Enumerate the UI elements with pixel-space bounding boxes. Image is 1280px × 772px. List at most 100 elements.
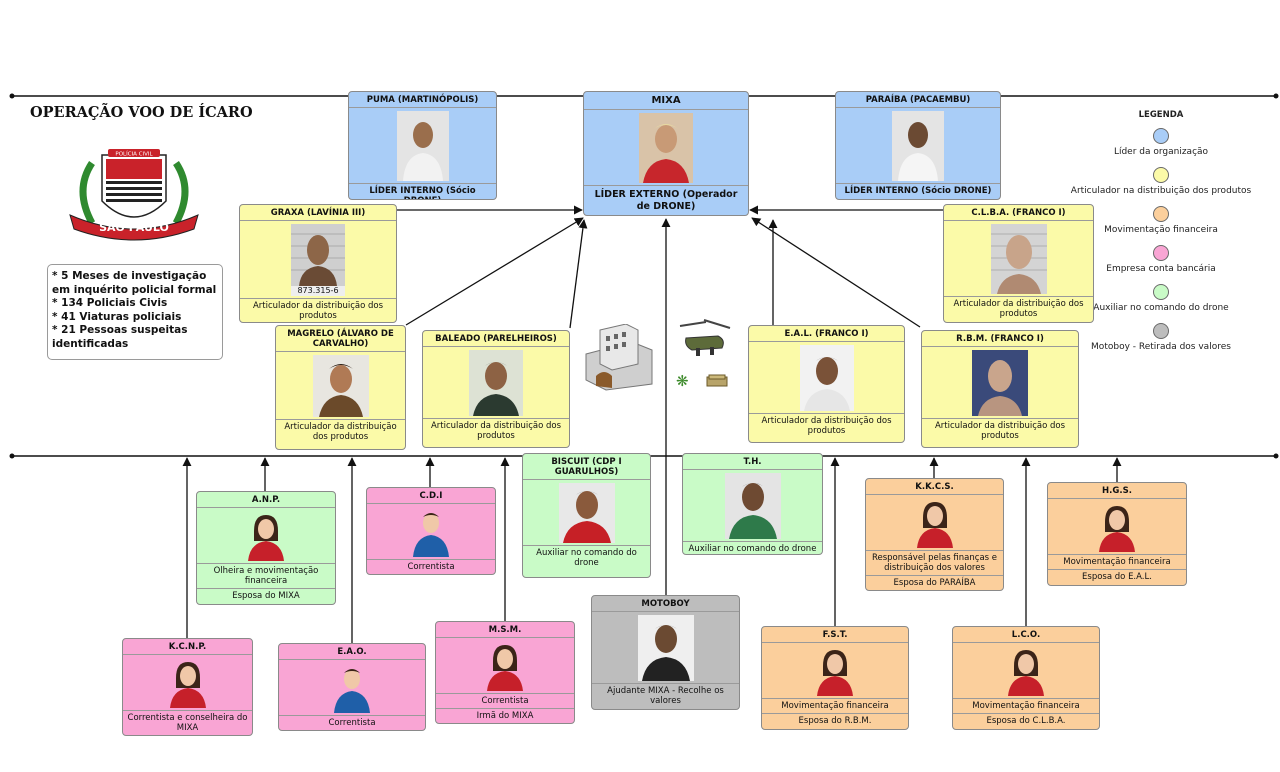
card-fst[interactable]: F.S.T. Movimentação financeira Esposa do… xyxy=(761,626,909,730)
card-rbm[interactable]: R.B.M. (FRANCO I) Articulador da distrib… xyxy=(921,330,1079,448)
card-role: Auxiliar no comando do drone xyxy=(523,545,650,570)
card-th[interactable]: T.H. Auxiliar no comando do drone xyxy=(682,453,823,555)
male-photo xyxy=(637,615,694,681)
legend-dot xyxy=(1153,167,1169,183)
card-name: GRAXA (LAVÍNIA III) xyxy=(240,205,396,221)
mugshot-photo xyxy=(892,111,944,181)
mugshot-photo: 873.315-6 xyxy=(291,224,345,296)
card-role: LÍDER EXTERNO (Operador de DRONE) xyxy=(584,185,748,215)
inmate-number: 873.315-6 xyxy=(291,286,345,296)
card-relation: Esposa do MIXA xyxy=(197,588,335,603)
card-role: Responsável pelas finanças e distribuiçã… xyxy=(866,550,1003,575)
emblem-top-text: POLÍCIA CIVIL xyxy=(115,151,153,158)
card-name: K.C.N.P. xyxy=(123,639,252,655)
card-name: M.S.M. xyxy=(436,622,574,638)
male-photo xyxy=(558,483,615,543)
card-mixa[interactable]: MIXA LÍDER EXTERNO (Operador de DRONE) xyxy=(583,91,749,216)
card-role: Movimentação financeira xyxy=(1048,554,1186,569)
legend-dot xyxy=(1153,128,1169,144)
card-name: F.S.T. xyxy=(762,627,908,643)
page-title: OPERAÇÃO VOO DE ÍCARO xyxy=(30,104,253,121)
card-eal[interactable]: E.A.L. (FRANCO I) Articulador da distrib… xyxy=(748,325,905,443)
summary-line: * 21 Pessoas suspeitas identificadas xyxy=(52,324,188,350)
card-relation: Irmã do MIXA xyxy=(436,708,574,723)
male-photo xyxy=(724,473,781,539)
card-name: PARAÍBA (PACAEMBU) xyxy=(836,92,1000,108)
card-name: E.A.L. (FRANCO I) xyxy=(749,326,904,342)
arrow-magrelo-mixa xyxy=(405,217,584,326)
card-role: Movimentação financeira xyxy=(762,698,908,713)
card-cdi[interactable]: C.D.I Correntista xyxy=(366,487,496,575)
card-name: A.N.P. xyxy=(197,492,335,508)
arrow-rbm-mixa xyxy=(751,217,921,328)
card-name: L.C.O. xyxy=(953,627,1099,643)
legend-item: Movimentação financeira xyxy=(1068,206,1254,235)
card-kcnp[interactable]: K.C.N.P. Correntista e conselheira do MI… xyxy=(122,638,253,736)
legend-title: LEGENDA xyxy=(1138,110,1184,120)
summary-line: * 41 Viaturas policiais xyxy=(52,310,182,323)
card-name: MAGRELO (ÁLVARO DE CARVALHO) xyxy=(276,326,405,352)
male-photo xyxy=(469,350,523,416)
card-role: LÍDER INTERNO (Sócio DRONE) xyxy=(349,183,496,199)
card-puma[interactable]: PUMA (MARTINÓPOLIS) LÍDER INTERNO (Sócio… xyxy=(348,91,497,200)
card-name: T.H. xyxy=(683,454,822,470)
card-name: MOTOBOY xyxy=(592,596,739,612)
legend-item: Auxiliar no comando do drone xyxy=(1068,284,1254,313)
male-photo xyxy=(799,345,854,411)
card-role: Correntista xyxy=(367,559,495,574)
card-hgs[interactable]: H.G.S. Movimentação financeira Esposa do… xyxy=(1047,482,1187,586)
legend-item: Articulador na distribuição dos produtos xyxy=(1068,167,1254,196)
male-avatar xyxy=(332,663,372,713)
summary-line: * 134 Policiais Civis xyxy=(52,297,168,309)
cannabis-icon: ❋ xyxy=(676,372,689,390)
female-avatar xyxy=(168,658,208,708)
card-baleado[interactable]: BALEADO (PARELHEIROS) Articulador da dis… xyxy=(422,330,570,448)
legend-label: Movimentação financeira xyxy=(1104,225,1218,235)
card-name: PUMA (MARTINÓPOLIS) xyxy=(349,92,496,108)
card-role: Correntista e conselheira do MIXA xyxy=(123,710,252,735)
card-role: Correntista xyxy=(436,693,574,708)
female-avatar xyxy=(815,646,855,696)
card-anp[interactable]: A.N.P. Olheira e movimentação financeira… xyxy=(196,491,336,605)
card-relation: Esposa do C.L.B.A. xyxy=(953,713,1099,728)
card-eao[interactable]: E.A.O. Correntista xyxy=(278,643,426,731)
card-name: BALEADO (PARELHEIROS) xyxy=(423,331,569,347)
card-graxa[interactable]: GRAXA (LAVÍNIA III) 873.315-6 Articulado… xyxy=(239,204,397,323)
card-role: Articulador da distribuição dos produtos xyxy=(944,296,1093,321)
card-role: Olheira e movimentação financeira xyxy=(197,563,335,588)
card-magrelo[interactable]: MAGRELO (ÁLVARO DE CARVALHO) Articulador… xyxy=(275,325,406,450)
policia-civil-emblem: POLÍCIA CIVIL SÃO PAULO xyxy=(69,149,199,241)
card-role: LÍDER INTERNO (Sócio DRONE) xyxy=(836,183,1000,198)
emblem-banner-text: SÃO PAULO xyxy=(99,221,169,234)
female-avatar xyxy=(915,498,955,548)
card-role: Articulador da distribuição dos produtos xyxy=(276,419,405,444)
card-biscuit[interactable]: BISCUIT (CDP I GUARULHOS) Auxiliar no co… xyxy=(522,453,651,578)
legend-label: Auxiliar no comando do drone xyxy=(1093,303,1229,313)
card-kkcs[interactable]: K.K.C.S. Responsável pelas finanças e di… xyxy=(865,478,1004,591)
legend-dot xyxy=(1153,245,1169,261)
legend: LEGENDA Líder da organização Articulador… xyxy=(1068,110,1254,362)
card-name: K.K.C.S. xyxy=(866,479,1003,495)
legend-label: Líder da organização xyxy=(1113,147,1209,157)
card-role: Auxiliar no comando do drone xyxy=(683,541,822,554)
legend-item: Empresa conta bancária xyxy=(1068,245,1254,274)
card-paraiba[interactable]: PARAÍBA (PACAEMBU) LÍDER INTERNO (Sócio … xyxy=(835,91,1001,200)
card-role: Movimentação financeira xyxy=(953,698,1099,713)
card-name: E.A.O. xyxy=(279,644,425,660)
card-name: H.G.S. xyxy=(1048,483,1186,499)
card-relation: Esposa do R.B.M. xyxy=(762,713,908,728)
card-name: C.L.B.A. (FRANCO I) xyxy=(944,205,1093,221)
mugshot-photo xyxy=(972,350,1028,416)
card-motoboy[interactable]: MOTOBOY Ajudante MIXA - Recolhe os valor… xyxy=(591,595,740,710)
male-photo xyxy=(312,355,369,417)
investigation-summary: * 5 Meses de investigação em inquérito p… xyxy=(47,264,223,360)
male-photo xyxy=(639,113,693,183)
legend-label: Empresa conta bancária xyxy=(1106,264,1216,274)
card-role: Articulador da distribuição dos produtos xyxy=(749,413,904,438)
legend-dot xyxy=(1153,206,1169,222)
summary-line: * 5 Meses de investigação em inquérito p… xyxy=(52,270,217,296)
card-clba[interactable]: C.L.B.A. (FRANCO I) Articulador da distr… xyxy=(943,204,1094,323)
card-msm[interactable]: M.S.M. Correntista Irmã do MIXA xyxy=(435,621,575,724)
card-lco[interactable]: L.C.O. Movimentação financeira Esposa do… xyxy=(952,626,1100,730)
legend-dot xyxy=(1153,284,1169,300)
